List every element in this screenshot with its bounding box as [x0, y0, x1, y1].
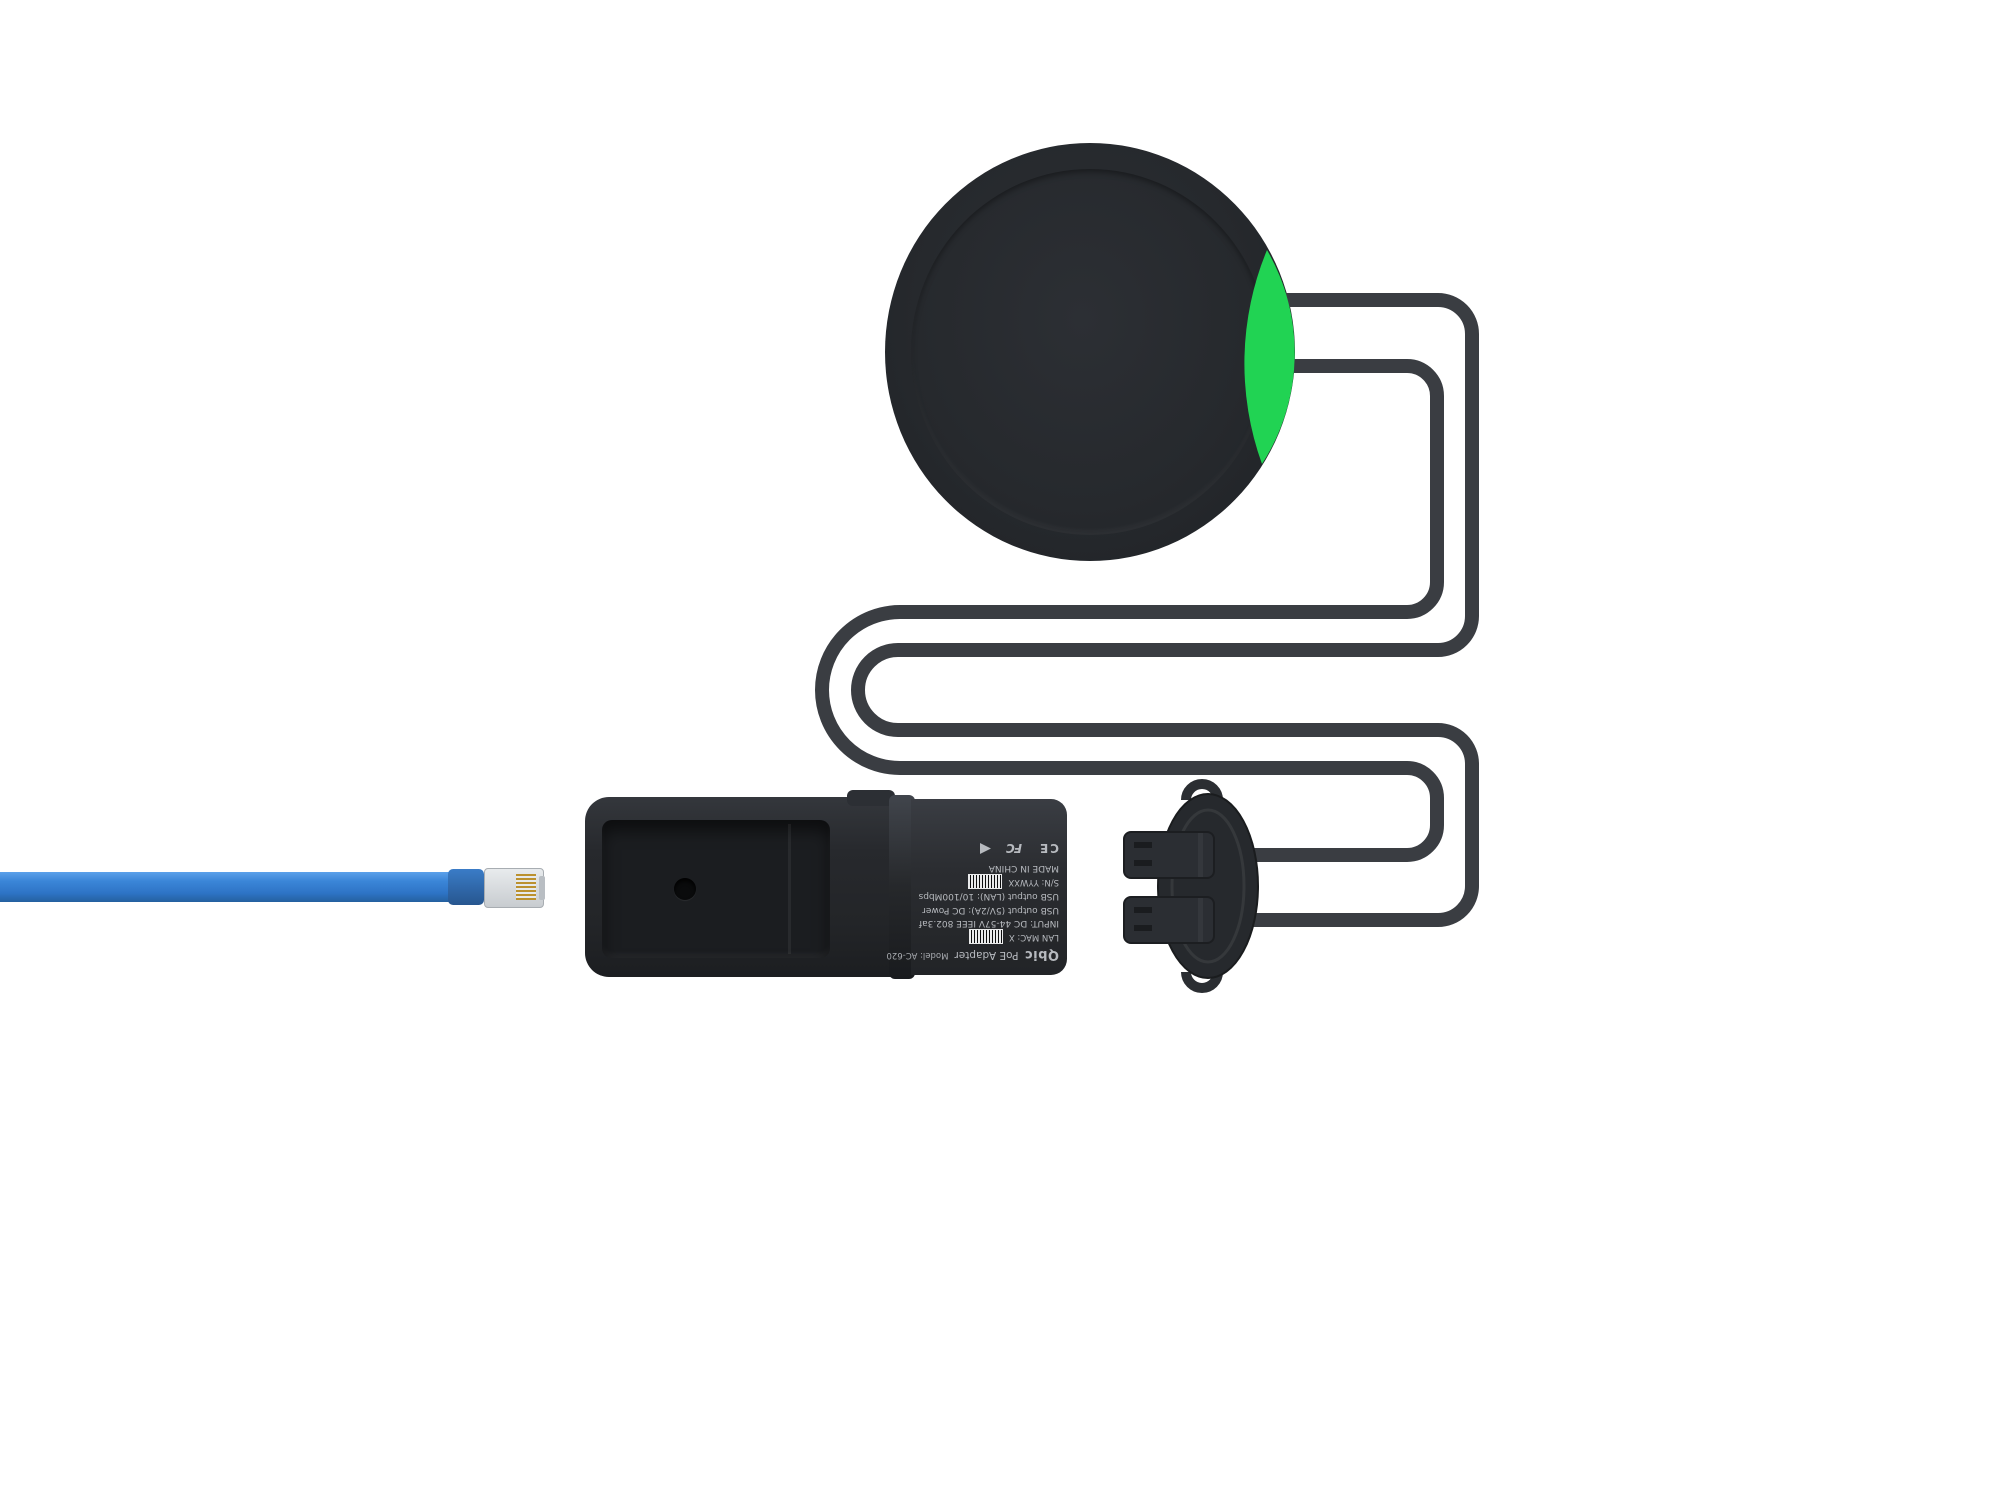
- rj45-socket-recess: [602, 820, 830, 958]
- compliance-symbol-icon: [980, 843, 991, 854]
- usb-shield-hole-icon: [1134, 860, 1152, 866]
- usb-plug-bottom-seam: [1198, 898, 1203, 942]
- recess-screw-hole: [674, 878, 696, 900]
- recess-step: [788, 824, 791, 954]
- fcc-mark: FC: [1006, 841, 1022, 856]
- ethernet-cable-boot: [448, 869, 484, 905]
- poe-adapter-body-left: [585, 797, 905, 977]
- usb-plug-bottom: [1123, 896, 1215, 944]
- product-name: PoE Adapter: [954, 949, 1019, 962]
- poe-adapter: Qbic PoE Adapter Model: AC-620 LAN MAC: …: [585, 790, 1067, 979]
- round-device: [885, 143, 1295, 561]
- usb-plug-top: [1123, 831, 1215, 879]
- adapter-collar-seam: [889, 795, 915, 979]
- rj45-tip: [539, 876, 545, 900]
- lan-mac-text: LAN MAC: X: [1008, 932, 1059, 943]
- lan-mac-barcode: [968, 929, 1003, 945]
- usb-shield-hole-icon: [1134, 842, 1152, 848]
- model-number: Model: AC-620: [886, 949, 949, 960]
- spec-usb-power-line: USB output (5V/2A): DC Power: [922, 905, 1059, 915]
- usb-plug-top-seam: [1198, 833, 1203, 877]
- compliance-marks-row: CE FC: [907, 840, 1059, 858]
- adapter-clip-tab: [847, 790, 895, 806]
- cable-inner-run: [815, 359, 1444, 862]
- adapter-spec-label: Qbic PoE Adapter Model: AC-620 LAN MAC: …: [886, 810, 1059, 965]
- label-serial-row: S/N: YYWXX: [907, 874, 1059, 889]
- cable-retainer-cap-ring: [1170, 808, 1246, 964]
- retainer-clip-top: [1181, 779, 1223, 801]
- spec-usb-lan-line: USB output (LAN): 10/100Mbps: [918, 891, 1059, 902]
- spec-input-line: INPUT: DC 44-57V IEEE 802.3af: [918, 918, 1059, 929]
- ethernet-cable: [0, 872, 452, 902]
- usb-shield-hole-icon: [1134, 925, 1152, 931]
- cable-outer-run: [851, 293, 1479, 927]
- retainer-clip-bottom: [1181, 971, 1223, 993]
- usb-shield-hole-icon: [1134, 907, 1152, 913]
- serial-barcode: [968, 874, 1003, 889]
- serial-number-text: S/N: YYWXX: [1008, 876, 1059, 887]
- brand-logo: Qbic: [1024, 947, 1059, 962]
- ce-mark: CE: [1037, 841, 1059, 856]
- made-in-text: MADE IN CHINA: [988, 863, 1059, 873]
- rj45-connector: [484, 868, 545, 908]
- label-brand-row: Qbic PoE Adapter Model: AC-620: [886, 945, 1059, 965]
- rj45-gold-pins: [516, 874, 536, 900]
- green-cable-port: [1244, 250, 1295, 464]
- label-mac-row: LAN MAC: X: [907, 929, 1059, 945]
